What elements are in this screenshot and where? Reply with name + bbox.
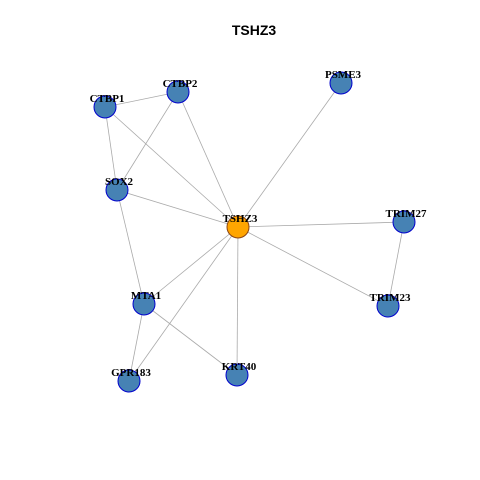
edge-ctbp1-tshz3: [104, 106, 239, 228]
edge-ctbp2-sox2: [116, 91, 179, 191]
node-label: GPR183: [111, 367, 151, 379]
node-circle[interactable]: [132, 292, 156, 316]
node-circle[interactable]: [329, 71, 353, 95]
node-label: MTA1: [131, 290, 161, 302]
node-circle[interactable]: [105, 178, 129, 202]
node-sox2[interactable]: SOX2: [105, 176, 134, 202]
edges-layer: [104, 82, 405, 382]
edge-tshz3-gpr183: [128, 226, 239, 382]
graph-title: TSHZ3: [232, 22, 277, 38]
edge-sox2-mta1: [116, 189, 145, 305]
edge-tshz3-mta1: [143, 226, 239, 305]
edge-sox2-tshz3: [116, 189, 239, 228]
node-trim23[interactable]: TRIM23: [370, 292, 411, 318]
edge-psme3-tshz3: [237, 82, 342, 228]
node-label: PSME3: [325, 69, 362, 81]
edge-ctbp1-ctbp2: [104, 91, 179, 108]
edge-tshz3-trim27: [237, 221, 405, 228]
edge-tshz3-trim23: [237, 226, 389, 307]
node-label: CTBP2: [163, 78, 198, 90]
node-label: CTBP1: [90, 93, 125, 105]
node-label: TSHZ3: [223, 213, 258, 225]
node-krt40[interactable]: KRT40: [222, 361, 257, 387]
node-circle[interactable]: [226, 215, 250, 239]
edge-tshz3-krt40: [236, 226, 239, 376]
node-mta1[interactable]: MTA1: [131, 290, 161, 316]
node-psme3[interactable]: PSME3: [325, 69, 362, 95]
node-trim27[interactable]: TRIM27: [386, 208, 427, 234]
node-circle[interactable]: [376, 294, 400, 318]
node-circle[interactable]: [392, 210, 416, 234]
node-ctbp2[interactable]: CTBP2: [163, 78, 198, 104]
edge-trim27-trim23: [387, 221, 405, 307]
node-circle[interactable]: [225, 363, 249, 387]
edge-mta1-gpr183: [128, 303, 145, 382]
node-label: KRT40: [222, 361, 257, 373]
node-label: TRIM27: [386, 208, 427, 220]
node-label: TRIM23: [370, 292, 411, 304]
node-gpr183[interactable]: GPR183: [111, 367, 151, 393]
node-circle[interactable]: [117, 369, 141, 393]
edge-ctbp2-tshz3: [177, 91, 239, 228]
edge-ctbp1-sox2: [104, 106, 118, 191]
node-tshz3[interactable]: TSHZ3: [223, 213, 258, 239]
node-label: SOX2: [105, 176, 134, 188]
node-ctbp1[interactable]: CTBP1: [90, 93, 125, 119]
edge-mta1-krt40: [143, 303, 238, 376]
node-circle[interactable]: [93, 95, 117, 119]
node-circle[interactable]: [166, 80, 190, 104]
